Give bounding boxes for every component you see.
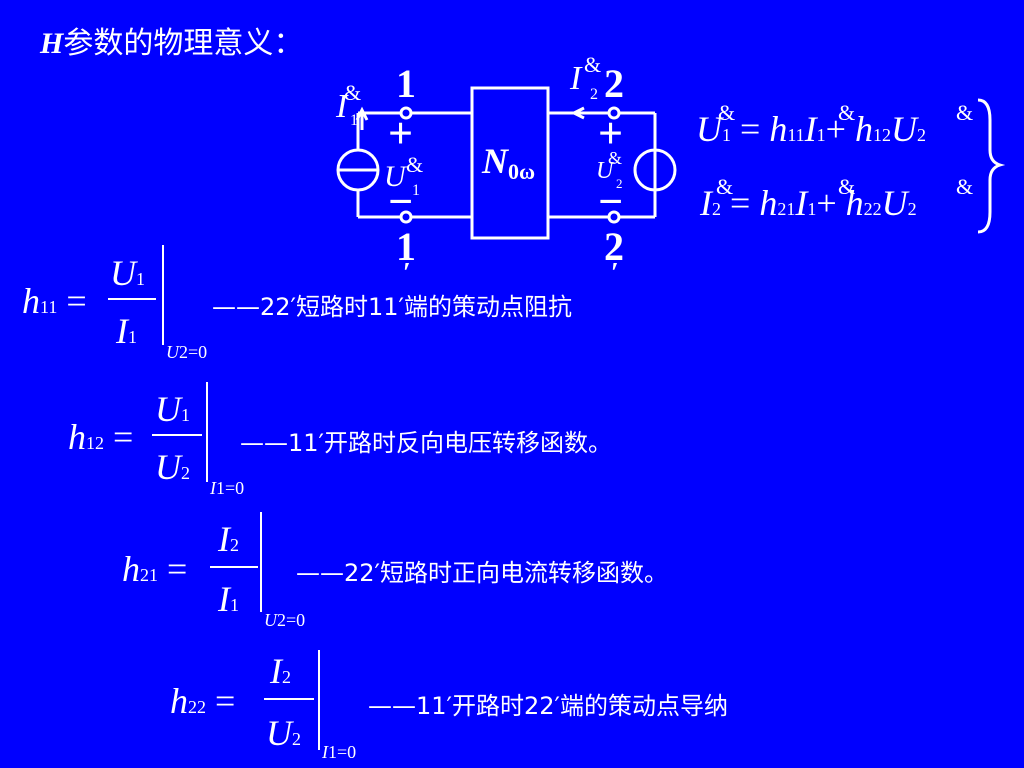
- h22-lhs: h22 =: [170, 681, 236, 721]
- sys-dot: &: [956, 174, 974, 199]
- i2-label: I: [570, 60, 582, 97]
- network-label: N0ω: [482, 141, 536, 184]
- right-plus: +: [598, 109, 624, 158]
- title-text: 参数的物理意义：: [63, 26, 304, 61]
- right-minus: −: [598, 177, 624, 226]
- node-2-label: 2: [604, 61, 624, 106]
- h11-den: I1: [116, 311, 137, 351]
- system-row-1: U1 = h11I1+ h12U2: [696, 109, 926, 149]
- h22-num: I2: [270, 651, 291, 691]
- system-brace-icon: [977, 98, 1006, 234]
- sys-dot: &: [718, 100, 736, 125]
- h12-lhs: h12 =: [68, 417, 134, 457]
- h21-desc: ——22′短路时正向电流转移函数。: [296, 559, 668, 587]
- h21-lhs: h21 =: [122, 549, 188, 589]
- h21-den: I1: [218, 579, 239, 619]
- node-2p-label: 2: [604, 224, 624, 269]
- sys-dot: &: [716, 174, 734, 199]
- node-1p-prime: ′: [403, 258, 411, 289]
- i1-sub: 1: [350, 112, 358, 129]
- i2-sub: 2: [590, 86, 598, 103]
- title-h: H: [40, 27, 64, 60]
- page-title: H参数的物理意义：: [40, 18, 303, 62]
- terminal-1p-icon: [399, 210, 413, 224]
- left-minus: −: [388, 177, 414, 226]
- h11-lhs: h11 =: [22, 281, 87, 321]
- u2-sub: 2: [616, 176, 623, 191]
- h22-den: U2: [266, 713, 301, 753]
- i1-dot: &: [344, 80, 362, 105]
- sys-dot: &: [838, 174, 856, 199]
- i2-dot: &: [584, 52, 602, 77]
- network-box: [470, 86, 550, 240]
- terminal-2p-icon: [607, 210, 621, 224]
- h12-desc: ——11′开路时反向电压转移函数。: [240, 429, 612, 457]
- i1-label: I: [336, 88, 348, 125]
- u1-label: U: [384, 160, 406, 193]
- h12-cond: I1=0: [210, 478, 245, 498]
- terminal-2-icon: [607, 106, 621, 120]
- h11-cond: U2=0: [166, 342, 208, 362]
- h11-desc: ——22′短路时11′端的策动点阻抗: [212, 293, 572, 321]
- h22-cond: I1=0: [322, 742, 357, 762]
- h22-desc: ——11′开路时22′端的策动点导纳: [368, 692, 728, 720]
- u2-label: U: [596, 158, 614, 184]
- left-plus: +: [388, 109, 414, 158]
- h21-num: I2: [218, 519, 239, 559]
- sys-dot: &: [956, 100, 974, 125]
- h12-den: U2: [155, 447, 190, 487]
- sys-dot: &: [838, 100, 856, 125]
- u2-dot: &: [608, 148, 623, 168]
- h11-num: U1: [110, 253, 145, 293]
- terminal-1-icon: [399, 106, 413, 120]
- u1-sub: 1: [412, 182, 420, 199]
- u1-dot: &: [406, 152, 424, 177]
- node-1p-label: 1: [396, 224, 416, 269]
- h12-num: U1: [155, 389, 190, 429]
- node-2p-prime: ′: [611, 258, 619, 289]
- system-row-2: I2 = h21I1+ h22U2: [700, 183, 917, 223]
- h21-cond: U2=0: [264, 610, 306, 630]
- node-1-label: 1: [396, 61, 416, 106]
